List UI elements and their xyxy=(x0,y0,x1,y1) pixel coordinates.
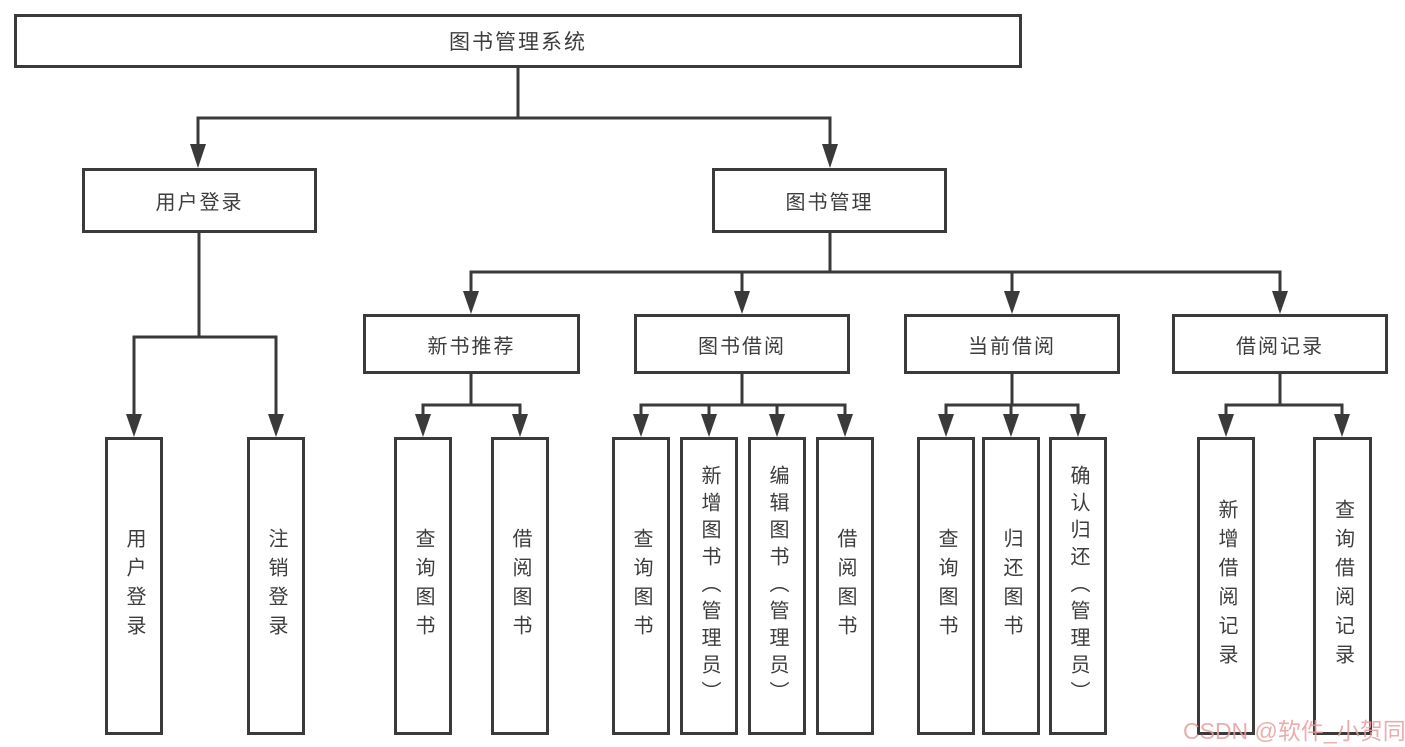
leaf-query-borrow-record: 查询借阅记录 xyxy=(1313,437,1372,735)
node-user-login: 用户登录 xyxy=(82,168,317,233)
node-current-borrow: 当前借阅 xyxy=(904,314,1120,374)
node-borrow-record-label: 借阅记录 xyxy=(1236,335,1324,358)
node-book-borrow-label: 图书借阅 xyxy=(698,335,786,358)
leaf-return-books: 归还图书 xyxy=(982,437,1040,735)
node-new-book-recommend: 新书推荐 xyxy=(363,314,580,374)
leaf-add-borrow-record: 新增借阅记录 xyxy=(1197,437,1255,735)
leaf-return-books-label: 归还图书 xyxy=(1000,528,1022,644)
leaf-query-books-current-label: 查询图书 xyxy=(935,528,957,644)
node-user-login-label: 用户登录 xyxy=(155,192,244,214)
csdn-watermark: CSDN @软件_小贺同学 xyxy=(1183,718,1405,744)
leaf-query-books-current: 查询图书 xyxy=(917,437,975,735)
leaf-query-books-recommend-label: 查询图书 xyxy=(412,528,434,644)
leaf-borrow-books-label: 借阅图书 xyxy=(834,528,856,644)
node-book-management-label: 图书管理 xyxy=(785,192,874,214)
leaf-logout-label: 注销登录 xyxy=(265,528,287,644)
node-book-management: 图书管理 xyxy=(712,168,947,233)
leaf-confirm-return-admin-label: 确认归还（管理员） xyxy=(1067,464,1089,708)
leaf-logout: 注销登录 xyxy=(247,437,305,735)
leaf-add-books-admin-label: 新增图书（管理员） xyxy=(698,464,720,708)
leaf-query-books-borrow-label: 查询图书 xyxy=(630,528,652,644)
node-book-borrow: 图书借阅 xyxy=(634,314,850,374)
leaf-borrow-books: 借阅图书 xyxy=(816,437,874,735)
leaf-add-books-admin: 新增图书（管理员） xyxy=(680,437,738,735)
node-root-system: 图书管理系统 xyxy=(14,14,1022,68)
node-new-book-recommend-label: 新书推荐 xyxy=(427,335,516,358)
leaf-add-borrow-record-label: 新增借阅记录 xyxy=(1215,499,1237,673)
leaf-query-books-recommend: 查询图书 xyxy=(394,437,452,735)
leaf-user-login-label: 用户登录 xyxy=(123,528,145,644)
node-current-borrow-label: 当前借阅 xyxy=(968,335,1056,358)
leaf-query-books-borrow: 查询图书 xyxy=(612,437,670,735)
leaf-edit-books-admin: 编辑图书（管理员） xyxy=(748,437,806,735)
leaf-user-login: 用户登录 xyxy=(105,437,163,735)
leaf-borrow-books-recommend: 借阅图书 xyxy=(491,437,549,735)
leaf-query-borrow-record-label: 查询借阅记录 xyxy=(1331,499,1354,673)
node-root-system-label: 图书管理系统 xyxy=(449,31,587,54)
leaf-borrow-books-recommend-label: 借阅图书 xyxy=(509,528,531,644)
leaf-edit-books-admin-label: 编辑图书（管理员） xyxy=(766,464,788,708)
leaf-confirm-return-admin: 确认归还（管理员） xyxy=(1049,437,1107,735)
node-borrow-record: 借阅记录 xyxy=(1172,314,1388,374)
